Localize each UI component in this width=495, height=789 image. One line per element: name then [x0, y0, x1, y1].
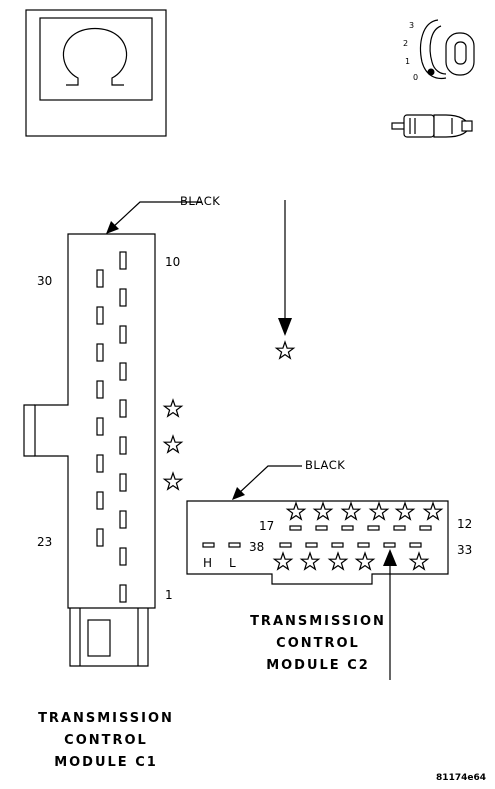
c2-used-cavity-stars-top — [286, 502, 443, 520]
c1-cavity — [119, 251, 127, 270]
ignition-position-3: 3 — [409, 21, 414, 30]
c1-cavity — [119, 288, 127, 307]
connector-c1: BLACK 30 — [23, 194, 220, 667]
c1-cavity — [96, 269, 104, 288]
c2-cavity — [409, 542, 422, 548]
c2-cavity — [315, 525, 328, 531]
c2-used-cavity-star — [369, 502, 389, 520]
c1-callout-arrowhead — [106, 221, 119, 234]
c1-cavity — [119, 547, 127, 566]
c2-used-cavity-star — [423, 502, 443, 520]
c2-cavities-bottom — [202, 542, 422, 548]
c1-title-line-2: CONTROL — [64, 733, 148, 748]
c1-cavity — [119, 362, 127, 381]
c2-used-cavity-star — [341, 502, 361, 520]
connector-c2: BLACK H L 17 12 38 33 — [186, 458, 472, 680]
reference-star — [275, 341, 295, 359]
c1-cavity — [119, 473, 127, 492]
c1-pin-1: 1 — [165, 588, 173, 602]
c2-cavity — [393, 525, 406, 531]
c2-cavities-top — [289, 525, 432, 531]
c2-used-cavity-stars-bottom — [273, 552, 429, 570]
c2-title-line-3: MODULE C2 — [266, 658, 370, 673]
c2-pin-12: 12 — [457, 517, 472, 531]
c2-used-cavity-star — [313, 502, 333, 520]
c1-cavity — [96, 380, 104, 399]
c2-callout-arrowhead — [232, 487, 245, 500]
c2-pin-33: 33 — [457, 543, 472, 557]
c2-used-cavity-star — [300, 552, 320, 570]
c2-used-cavity-star — [355, 552, 375, 570]
c1-cavity — [96, 343, 104, 362]
c1-used-cavity-star — [163, 399, 183, 417]
c2-cavity — [341, 525, 354, 531]
c1-used-cavity-star — [163, 472, 183, 490]
c1-used-cavity-star — [163, 435, 183, 453]
c2-title-line-1: TRANSMISSION — [250, 614, 386, 629]
c2-cavity — [419, 525, 432, 531]
ignition-position-1: 1 — [405, 57, 410, 66]
c2-cavity — [357, 542, 370, 548]
c1-cavity — [96, 491, 104, 510]
c1-pin-10: 10 — [165, 255, 180, 269]
c2-letter-l: L — [229, 556, 236, 570]
c1-cavity — [119, 325, 127, 344]
c2-cavity — [383, 542, 396, 548]
c2-used-cavity-star — [273, 552, 293, 570]
c2-used-cavity-star — [286, 502, 306, 520]
figure-id: 81174e64 — [436, 773, 486, 783]
c2-title: TRANSMISSION CONTROL MODULE C2 — [250, 614, 386, 673]
c1-title: TRANSMISSION CONTROL MODULE C1 — [38, 711, 174, 770]
c1-pin-23: 23 — [37, 535, 52, 549]
c1-cavity — [96, 306, 104, 325]
connector-view-icon — [25, 9, 167, 137]
c2-title-line-2: CONTROL — [276, 636, 360, 651]
c2-cavity — [331, 542, 344, 548]
c1-cavity — [96, 417, 104, 436]
c2-cavity — [228, 542, 241, 548]
ignition-position-0: 0 — [413, 73, 418, 82]
c2-used-cavity-star — [395, 502, 415, 520]
ignition-position-2: 2 — [403, 39, 408, 48]
c1-cavity — [119, 584, 127, 603]
c1-cavities — [96, 251, 127, 603]
c2-pin-17: 17 — [259, 519, 274, 533]
c2-cavity — [202, 542, 215, 548]
reference-arrow — [275, 200, 295, 359]
c1-cavity — [119, 510, 127, 529]
c2-pin-38: 38 — [249, 540, 264, 554]
c1-cavity — [119, 436, 127, 455]
c2-reference-arrowhead — [383, 549, 397, 566]
c1-title-line-3: MODULE C1 — [54, 755, 158, 770]
c2-used-cavity-star — [328, 552, 348, 570]
ignition-switch-icon: 3 2 1 0 — [391, 19, 475, 138]
c2-cavity — [279, 542, 292, 548]
c2-cavity — [289, 525, 302, 531]
c2-used-cavity-star — [409, 552, 429, 570]
c1-cavity — [96, 528, 104, 547]
c1-used-cavity-stars — [163, 399, 183, 490]
c1-title-line-1: TRANSMISSION — [38, 711, 174, 726]
c2-cavity — [305, 542, 318, 548]
c1-pin-30: 30 — [37, 274, 52, 288]
c1-cavity — [119, 399, 127, 418]
c1-cavity — [96, 454, 104, 473]
c2-cavity — [367, 525, 380, 531]
c1-callout-label: BLACK — [180, 194, 220, 208]
c2-letter-h: H — [203, 556, 212, 570]
c2-callout-label: BLACK — [305, 458, 345, 472]
